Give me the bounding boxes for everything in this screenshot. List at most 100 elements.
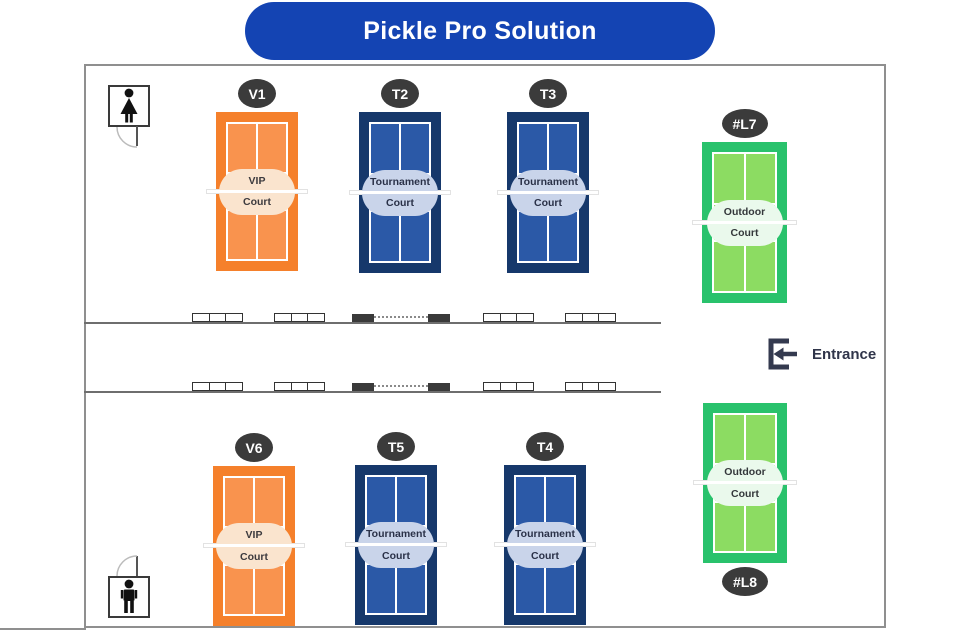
court-label-line2: Court — [731, 487, 759, 500]
service-boxes-bottom — [367, 564, 425, 614]
court-badge-label: T3 — [539, 85, 557, 102]
court-badge-V6[interactable]: V6 — [235, 433, 273, 462]
court-badge-label: #L8 — [732, 573, 758, 590]
gate-post[interactable] — [428, 314, 450, 322]
court-label-line2: Court — [243, 196, 271, 208]
gate-dotted-opening — [374, 316, 428, 318]
service-boxes-top — [516, 477, 574, 526]
bench-seating[interactable] — [565, 382, 616, 391]
court-badge-label: T4 — [536, 438, 554, 455]
entrance-label: Entrance — [812, 345, 877, 363]
service-boxes-bottom — [715, 502, 775, 552]
court-badge-label: #L7 — [732, 115, 757, 132]
bench-seating[interactable] — [192, 313, 243, 322]
court-badge-label: T2 — [391, 85, 409, 102]
court-label-line1: Outdoor — [724, 466, 766, 478]
court-label-line1: Outdoor — [723, 205, 766, 218]
court-badge-T4[interactable]: T4 — [526, 432, 564, 461]
bench-seating[interactable] — [192, 382, 243, 391]
service-boxes-top — [519, 124, 577, 173]
court-label-line1: Tournament — [515, 528, 575, 540]
men-restroom-door-swing — [116, 555, 138, 576]
corridor-line-north — [84, 322, 661, 324]
bench-seating[interactable] — [274, 382, 325, 391]
court-label-line1: Tournament — [518, 175, 578, 188]
bench-seating[interactable] — [483, 382, 534, 391]
service-boxes-top — [371, 124, 429, 173]
court-badge-V1[interactable]: V1 — [238, 79, 276, 108]
service-boxes-top — [228, 124, 286, 172]
court-badge-T3[interactable]: T3 — [529, 79, 567, 108]
entrance-marker[interactable]: Entrance — [763, 336, 876, 372]
exit-arrow-left-icon — [768, 338, 797, 370]
net-line-over-pill — [216, 544, 292, 547]
men-restroom-icon[interactable] — [108, 576, 150, 618]
corridor-line-south — [84, 391, 661, 393]
service-boxes-bottom — [519, 212, 577, 261]
service-boxes-bottom — [225, 565, 283, 615]
court-label-pill: VIP Court — [219, 168, 295, 215]
net-line-over-pill — [706, 220, 783, 224]
court-vip-V6[interactable]: VIP Court — [204, 466, 304, 626]
court-badge-L8[interactable]: #L8 — [722, 567, 768, 596]
court-label-pill: VIP Court — [216, 523, 292, 569]
court-label-line1: VIP — [248, 174, 266, 187]
court-vip-V1[interactable]: VIP Court — [207, 112, 307, 271]
women-restroom-door-swing — [116, 126, 138, 148]
net-line-over-pill — [507, 543, 583, 546]
service-boxes-top — [367, 477, 425, 526]
net-line-over-pill — [358, 543, 434, 546]
service-boxes-bottom — [714, 242, 775, 291]
court-label-line2: Court — [534, 197, 562, 209]
court-label-line2: Court — [382, 549, 410, 562]
service-boxes-bottom — [371, 212, 429, 261]
net-line-over-pill — [707, 481, 783, 484]
court-label-line1: Tournament — [366, 528, 426, 540]
bottom-edge-line — [0, 628, 86, 630]
court-badge-T2[interactable]: T2 — [381, 79, 419, 108]
court-badge-T5[interactable]: T5 — [377, 432, 415, 461]
gate-post[interactable] — [428, 383, 450, 391]
man-icon — [120, 579, 138, 613]
title-banner: Pickle Pro Solution — [245, 2, 715, 60]
bench-seating[interactable] — [483, 313, 534, 322]
service-boxes-top — [225, 478, 283, 527]
gate-post[interactable] — [352, 383, 374, 391]
court-badge-label: T5 — [387, 438, 405, 455]
service-boxes-top — [715, 415, 775, 464]
service-boxes-bottom — [228, 211, 286, 259]
court-label-line1: Tournament — [370, 175, 430, 188]
court-badge-L7[interactable]: #L7 — [721, 109, 768, 138]
court-label-line1: VIP — [245, 529, 263, 541]
court-label-line2: Court — [240, 550, 268, 563]
service-boxes-top — [714, 154, 775, 203]
bench-seating[interactable] — [565, 313, 616, 322]
women-restroom-icon[interactable] — [108, 85, 150, 127]
gate-dotted-opening — [374, 385, 428, 387]
service-boxes-bottom — [516, 564, 574, 614]
bench-seating[interactable] — [274, 313, 325, 322]
page-title: Pickle Pro Solution — [363, 16, 597, 45]
woman-icon — [120, 88, 138, 123]
court-label-line2: Court — [730, 227, 759, 239]
court-badge-label: V6 — [245, 439, 263, 456]
gate-post[interactable] — [352, 314, 374, 322]
net-line-over-pill — [362, 190, 438, 194]
court-label-line2: Court — [386, 197, 414, 209]
court-badge-label: V1 — [248, 85, 266, 102]
court-label-line2: Court — [531, 549, 559, 562]
net-line-over-pill — [510, 190, 586, 194]
